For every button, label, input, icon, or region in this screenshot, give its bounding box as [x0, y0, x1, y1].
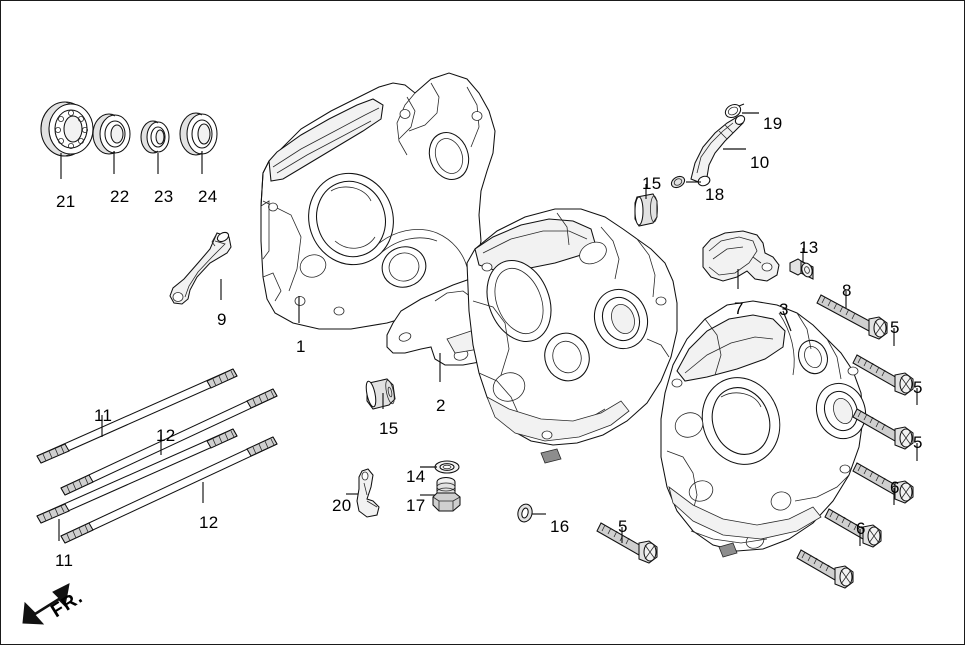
oil-drain-plug — [432, 476, 461, 512]
callout-ball-bearing-medium: 22 — [110, 187, 130, 206]
callout-flange-bolt-short: 6 — [890, 478, 900, 497]
tube-clamp-19 — [724, 103, 745, 119]
callout-crankcase-right-half: 3 — [779, 300, 789, 319]
callout-breather-tube: 10 — [750, 153, 770, 172]
fr-arrow-icon — [22, 583, 70, 625]
stud-bolt-11-b — [36, 428, 238, 524]
callout-oil-baffle-plate: 7 — [734, 299, 744, 318]
callout-dowel-pin: 15 — [642, 174, 662, 193]
crankcase-right-half — [660, 300, 867, 558]
sealing-washer — [434, 460, 460, 474]
callout-socket-bolt: 13 — [799, 238, 819, 257]
callout-flange-bolt-short: 6 — [856, 519, 866, 538]
callout-stud-bolt-short: 12 — [199, 513, 219, 532]
ball-bearing-large — [40, 101, 94, 157]
flange-bolt-5-b — [852, 408, 914, 450]
callout-stud-bolt-long: 11 — [94, 406, 113, 425]
callout-stud-bolt-short: 12 — [156, 426, 176, 445]
dowel-pin-lower — [365, 378, 396, 410]
dowel-pin-upper — [634, 193, 658, 227]
flange-bolt-6-a — [824, 508, 882, 548]
flange-bolt-group — [596, 294, 914, 589]
callout-flange-bolt-long: 8 — [842, 281, 852, 300]
callout-o-ring: 16 — [550, 517, 570, 536]
callout-flange-bolt-medium: 5 — [890, 318, 900, 337]
callout-ball-bearing-medium: 24 — [198, 187, 218, 206]
wire-clip — [356, 468, 380, 518]
flange-bolt-5-a — [852, 354, 914, 396]
callout-flange-bolt-medium: 5 — [618, 517, 628, 536]
callout-crankcase-left-half: 1 — [296, 337, 306, 356]
oil-baffle-plate — [702, 230, 780, 282]
callout-tube-clamp: 19 — [763, 114, 783, 133]
callout-crankcase-gasket: 2 — [436, 396, 446, 415]
callout-ball-bearing-large: 21 — [56, 192, 76, 211]
callout-stud-bolt-long: 11 — [55, 551, 74, 570]
flange-bolt-5-d — [596, 522, 658, 564]
ball-bearing-medium-24 — [179, 112, 218, 156]
crankcase-left-half — [260, 72, 496, 330]
callout-oil-drain-plug: 17 — [406, 496, 426, 515]
stud-bolt-11-a — [36, 368, 238, 464]
ball-bearing-medium-22 — [92, 113, 131, 155]
callout-leader-lines — [58, 112, 918, 546]
ball-bearing-small-23 — [140, 120, 170, 154]
oil-pipe-bracket — [169, 231, 232, 305]
o-ring — [517, 503, 533, 523]
stud-bolt-12-b — [60, 436, 278, 544]
flange-bolt-6-b — [796, 549, 854, 589]
callout-ball-bearing-small: 23 — [154, 187, 174, 206]
socket-bolt — [789, 258, 814, 280]
callout-oil-pipe-bracket: 9 — [217, 310, 227, 329]
callout-tube-clamp: 18 — [705, 185, 725, 204]
stud-bolt-12-a — [60, 388, 278, 496]
flange-bolt-8 — [816, 294, 888, 340]
callout-flange-bolt-medium: 5 — [913, 433, 923, 452]
breather-tube — [690, 115, 746, 187]
callout-sealing-washer: 14 — [406, 467, 426, 486]
callout-wire-clip: 20 — [332, 496, 352, 515]
stud-bolt-group — [36, 368, 278, 544]
leader-line-crankcase-right-half — [782, 310, 792, 332]
crankcase-center-block — [466, 208, 678, 464]
flange-bolt-5-c — [852, 462, 914, 504]
callout-dowel-pin: 15 — [379, 419, 399, 438]
tube-clamp-18 — [670, 175, 686, 189]
callout-flange-bolt-medium: 5 — [913, 378, 923, 397]
bearing-group — [40, 101, 218, 157]
